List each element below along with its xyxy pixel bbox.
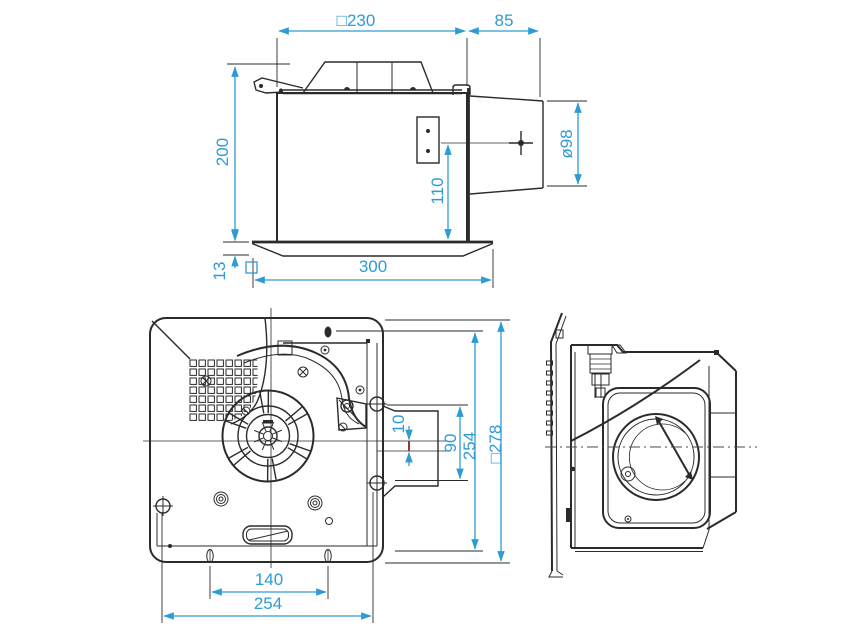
dim-label-mount-pitch-vertical: 254 xyxy=(460,432,479,460)
dim-label-body-height: 200 xyxy=(213,138,232,166)
grille-panel-edge xyxy=(546,312,576,578)
dimension-body-height: 200 xyxy=(213,66,239,240)
rear-side-view xyxy=(545,312,757,578)
dim-label-duct-offset: 10 xyxy=(389,415,408,434)
cable-slot xyxy=(242,525,293,545)
duct-flange-tab xyxy=(452,84,471,95)
cord-hole xyxy=(620,466,636,482)
dimension-duct-diameter: ø98 xyxy=(557,102,582,185)
bottom-plan-view: 10 90 254 □278 140 254 xyxy=(143,308,510,623)
duct-outline-plan xyxy=(382,405,439,498)
panel-latch xyxy=(566,508,571,522)
dim-label-duct-length: 85 xyxy=(495,11,514,30)
damper-flap xyxy=(655,416,693,480)
screw-cross-outlet-bottom xyxy=(367,473,387,493)
dimension-body-width: □230 xyxy=(278,11,466,35)
rear-body-casing xyxy=(570,344,737,552)
dim-label-body-width: □230 xyxy=(337,11,376,30)
dimension-outlet-width: 90 xyxy=(441,406,464,480)
dimension-body-square: □278 xyxy=(486,321,505,562)
hanger-hook xyxy=(253,77,304,94)
dimension-duct-length: 85 xyxy=(468,11,539,35)
dimension-panel-width: 300 xyxy=(245,257,492,284)
square-symbol xyxy=(245,261,258,274)
dim-label-duct-diameter: ø98 xyxy=(557,129,576,158)
outlet-opening xyxy=(602,387,711,529)
fan-body-side xyxy=(251,61,544,257)
dim-label-outlet-width: 90 xyxy=(441,434,460,453)
dimension-mount-pitch-horizontal: 254 xyxy=(163,594,372,620)
dim-label-panel-thickness: 13 xyxy=(210,262,229,281)
dim-label-body-square: □278 xyxy=(486,425,505,464)
dimension-panel-thickness: 13 xyxy=(210,229,239,281)
grille-panel-corner xyxy=(151,317,268,425)
dim-label-panel-width: 300 xyxy=(359,257,387,276)
fan-impeller xyxy=(221,389,315,483)
duct-spigot xyxy=(441,95,544,195)
extension-lines-plan xyxy=(161,319,510,623)
screw-cross-left xyxy=(153,496,173,516)
cutaway-curve xyxy=(570,359,701,442)
dimension-duct-offset: 10 xyxy=(389,415,413,466)
dim-label-mount-pitch-horizontal: 254 xyxy=(254,594,282,613)
dim-label-duct-center-height: 110 xyxy=(428,177,447,204)
screw-cross-outlet-top xyxy=(367,394,387,414)
plan-body xyxy=(143,308,447,568)
junction-box xyxy=(416,116,440,164)
motor-assembly xyxy=(587,344,627,398)
dim-label-slot-pitch: 140 xyxy=(255,570,283,589)
oval-screw xyxy=(324,326,332,338)
side-elevation-view: □230 85 200 110 ø98 13 300 xyxy=(210,11,587,288)
dimension-mount-pitch-vertical: 254 xyxy=(460,332,479,550)
mounting-bracket xyxy=(301,61,435,94)
dimension-duct-center-height: 110 xyxy=(428,144,452,240)
dimension-slot-pitch: 140 xyxy=(211,570,327,596)
duct-adapter xyxy=(706,371,737,530)
scroll-housing xyxy=(236,344,367,432)
mounting-hardware xyxy=(153,326,387,563)
duct-center-mark xyxy=(518,140,524,146)
ceiling-panel-flange xyxy=(251,240,494,257)
